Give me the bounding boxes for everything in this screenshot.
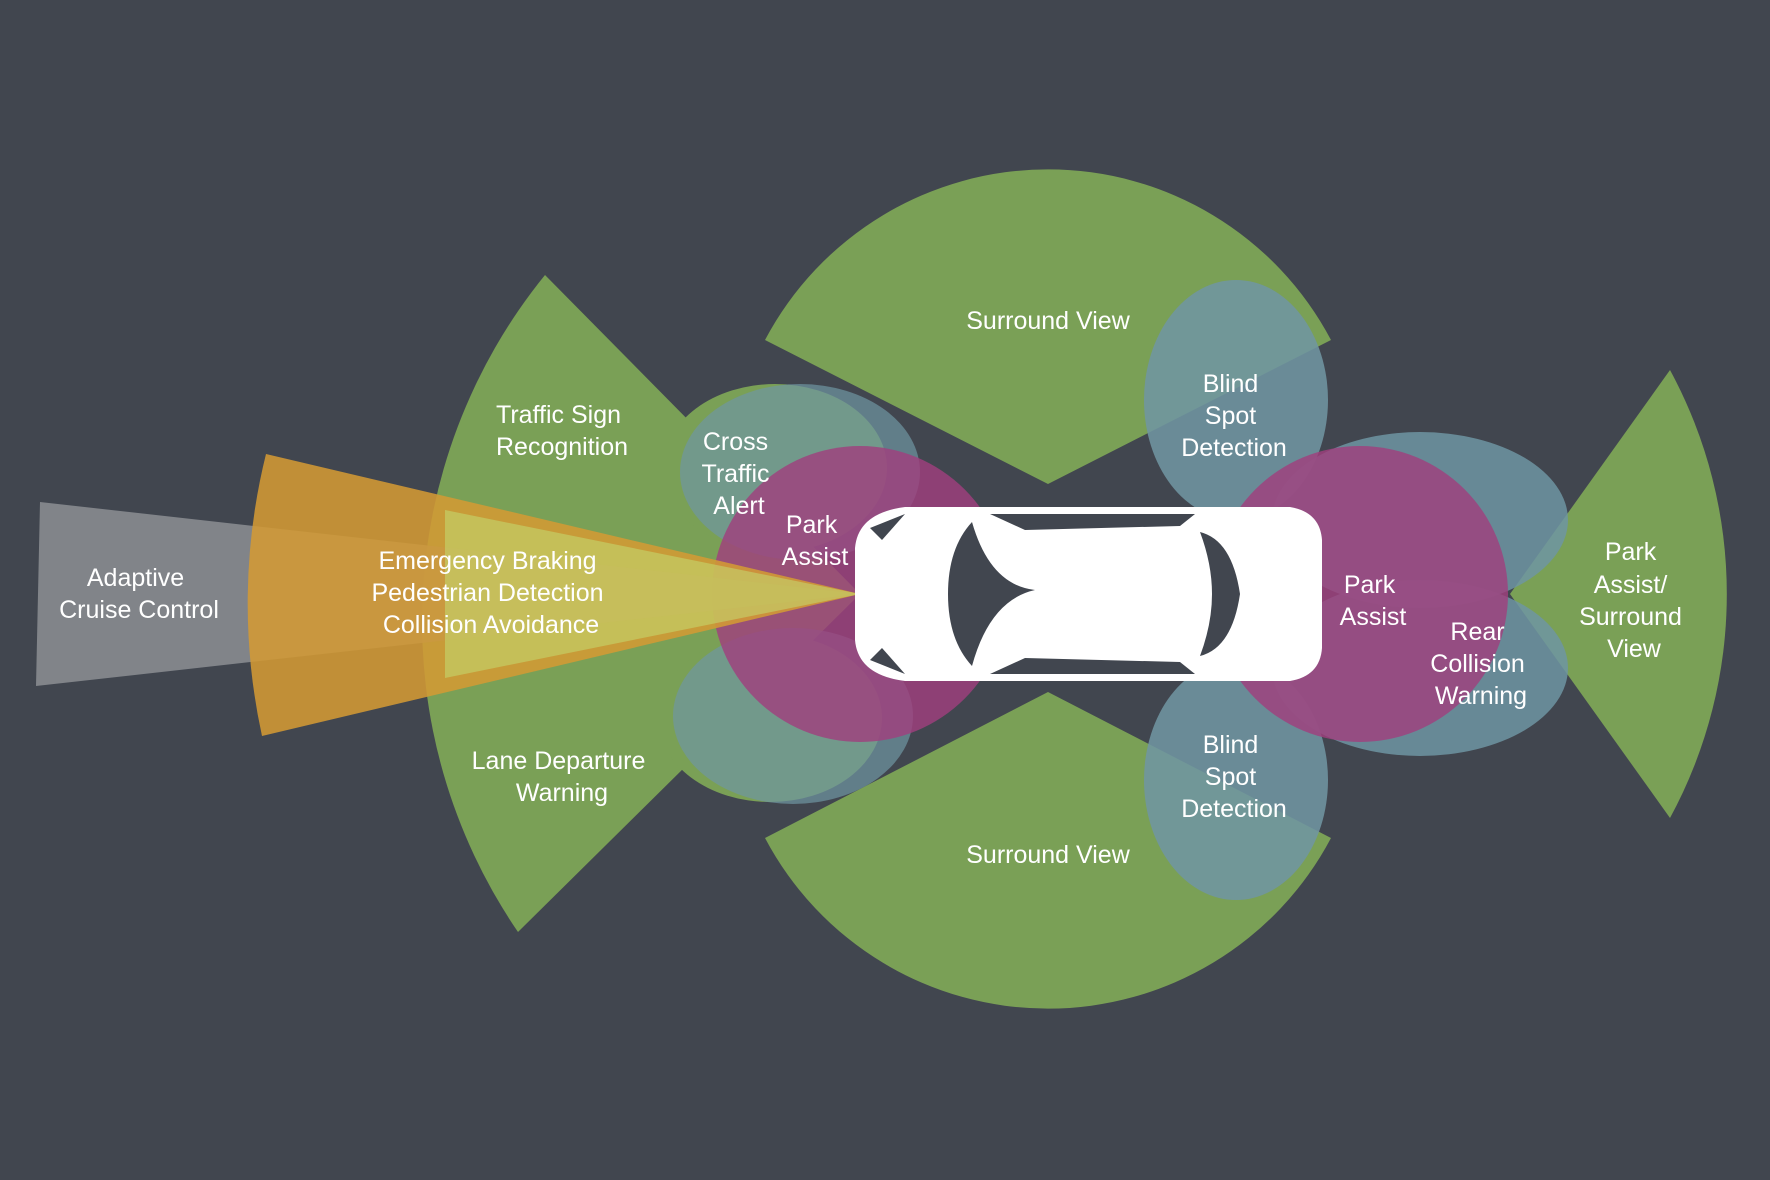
car-top-view — [855, 507, 1322, 681]
emergency-beam-highlight — [445, 510, 860, 678]
label-line: Traffic — [701, 460, 769, 488]
label-park-assist-front: Park Assist — [782, 511, 849, 571]
car-windshield — [948, 522, 1035, 666]
label-line: Alert — [713, 492, 764, 520]
label-line: Warning — [1435, 682, 1527, 710]
label-line: Surround View — [966, 841, 1130, 869]
label-line: Cross — [703, 428, 768, 456]
label-park-assist-rear: Park Assist — [1340, 571, 1407, 631]
label-line: View — [1607, 635, 1662, 663]
car-body — [855, 507, 1322, 681]
label-surround-view-top: Surround View — [966, 307, 1130, 335]
label-blind-spot-bottom: Blind Spot Detection — [1181, 731, 1287, 823]
blind-spot-top-lobe — [1144, 280, 1328, 520]
label-line: Surround View — [966, 307, 1130, 335]
label-line: Assist — [1340, 603, 1407, 631]
label-line: Surround — [1579, 603, 1682, 631]
label-line: Detection — [1181, 795, 1287, 823]
label-line: Recognition — [496, 433, 628, 461]
label-lane-departure: Lane Departure Warning — [472, 747, 653, 807]
label-line: Park — [786, 511, 838, 539]
label-rear-collision: Rear Collision Warning — [1430, 618, 1531, 710]
label-line: Collision Avoidance — [383, 611, 599, 639]
car-headlight-top — [870, 514, 905, 540]
car-side-window-bottom — [990, 658, 1195, 674]
car-side-window-top — [990, 514, 1195, 530]
label-adaptive-cruise: Adaptive Cruise Control — [59, 564, 219, 624]
label-line: Emergency Braking — [378, 547, 596, 575]
label-surround-view-bottom: Surround View — [966, 841, 1130, 869]
label-traffic-sign: Traffic Sign Recognition — [496, 401, 628, 461]
label-cross-traffic: Cross Traffic Alert — [701, 428, 776, 520]
label-line: Assist/ — [1594, 571, 1668, 599]
label-line: Spot — [1205, 402, 1256, 430]
label-line: Warning — [516, 779, 608, 807]
label-line: Detection — [1181, 434, 1287, 462]
label-line: Lane Departure — [472, 747, 646, 775]
label-line: Assist — [782, 543, 849, 571]
label-line: Collision — [1430, 650, 1524, 678]
label-line: Pedestrian Detection — [371, 579, 603, 607]
car-headlight-bottom — [870, 648, 905, 674]
label-line: Park — [1344, 571, 1396, 599]
label-line: Rear — [1450, 618, 1504, 646]
label-line: Cruise Control — [59, 596, 219, 624]
label-line: Traffic Sign — [496, 401, 621, 429]
label-line: Blind — [1203, 370, 1259, 398]
park-assist-surround-rear-zone — [1510, 370, 1727, 818]
label-line: Adaptive — [87, 564, 184, 592]
label-line: Blind — [1203, 731, 1259, 759]
blind-spot-bottom-lobe — [1144, 660, 1328, 900]
label-park-surround-rear: Park Assist/ Surround View — [1579, 538, 1689, 663]
label-line: Spot — [1205, 763, 1256, 791]
label-emergency-braking: Emergency Braking Pedestrian Detection C… — [371, 547, 610, 639]
label-blind-spot-top: Blind Spot Detection — [1181, 370, 1287, 462]
label-line: Park — [1605, 538, 1657, 566]
car-rear-window — [1200, 532, 1240, 656]
